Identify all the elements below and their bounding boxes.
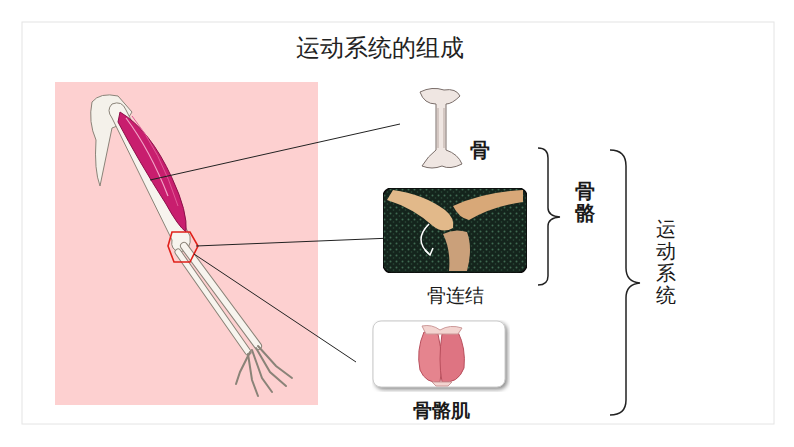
- picture-label: 骨连结: [427, 283, 484, 309]
- muscle-fibre: [126, 118, 168, 196]
- muscle-belly: [440, 332, 464, 382]
- bracket: [610, 150, 640, 415]
- group-label: 骨骼: [575, 180, 595, 224]
- muscle-fibre: [132, 116, 178, 206]
- joint-marker: [168, 232, 198, 262]
- hand-bones: [236, 346, 292, 396]
- radius-bone: [184, 246, 258, 346]
- tendon: [422, 326, 462, 335]
- bracket: [538, 148, 560, 285]
- bone-picture: [420, 88, 462, 168]
- humerus: [109, 103, 190, 252]
- group-label: 运动系统: [656, 218, 676, 306]
- picture-label: 骨骼肌: [413, 398, 470, 424]
- motion-arrow: [425, 248, 433, 255]
- joint-bone: [387, 190, 453, 231]
- radius-bone: [184, 246, 258, 346]
- joint-bone: [443, 230, 470, 271]
- part-label: 骨: [470, 137, 490, 164]
- diagram-title: 运动系统的组成: [296, 32, 464, 64]
- joint-bone: [453, 190, 523, 220]
- leader-line: [150, 124, 400, 180]
- muscle-belly: [419, 332, 442, 382]
- picture: [383, 188, 527, 273]
- page-frame: [22, 22, 774, 424]
- arm-background: [55, 82, 318, 405]
- joint-picture: [383, 188, 527, 273]
- muscle-picture: [373, 321, 505, 387]
- leader-line: [194, 254, 356, 362]
- picture-box: 骨连结: [383, 188, 527, 311]
- picture-box: 骨骼肌: [372, 320, 510, 426]
- picture: [372, 320, 510, 392]
- motion-arrow: [421, 224, 429, 254]
- biceps-muscle: [118, 112, 186, 232]
- tendon: [432, 382, 452, 386]
- leader-line: [196, 238, 392, 246]
